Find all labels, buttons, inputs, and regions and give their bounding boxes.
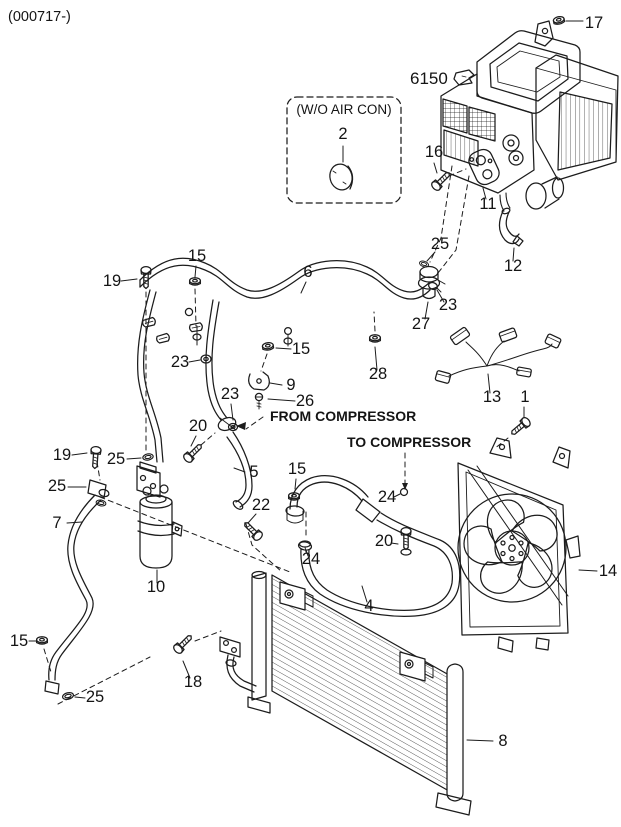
callout-6: 6 — [303, 263, 312, 281]
callout-24-left: 24 — [302, 550, 320, 568]
page-header-code: (000717-) — [8, 9, 71, 25]
callout-2: 2 — [338, 125, 347, 143]
oring-25-valve — [418, 259, 430, 269]
screw-26 — [254, 392, 264, 410]
condenser-8 — [219, 570, 472, 816]
callout-23-left: 23 — [171, 353, 189, 371]
clip-23-valve — [427, 281, 442, 293]
liquid-pipe-7 — [44, 479, 110, 695]
callout-4: 4 — [364, 597, 373, 615]
callout-16: 16 — [425, 143, 443, 161]
callout-20-left: 20 — [189, 417, 207, 435]
callout-15-upper: 15 — [188, 247, 206, 265]
clamp-9 — [248, 371, 270, 391]
from-compressor-label: FROM COMPRESSOR — [270, 408, 416, 424]
oring-25-upper — [141, 452, 155, 462]
callout-11: 11 — [479, 195, 496, 213]
wo-air-con-box — [286, 96, 402, 204]
ac-pipe-assembly-6 — [137, 257, 431, 510]
cooling-fan-14 — [457, 437, 581, 653]
bolt-18 — [171, 631, 196, 656]
callout-1: 1 — [520, 388, 529, 406]
to-compressor-label: TO COMPRESSOR — [347, 434, 471, 450]
fan-blades — [463, 499, 558, 594]
bolt-20-right — [400, 526, 412, 551]
callout-14: 14 — [599, 562, 617, 580]
grommet-23-left — [200, 354, 212, 364]
nut-15-bottom — [35, 636, 49, 645]
drain-hose-12 — [498, 207, 524, 247]
washer-20 — [400, 548, 412, 556]
cap-24-left — [298, 540, 312, 553]
callout-25-valve: 25 — [431, 235, 449, 253]
callouts: 17 2 16 11 12 25 23 27 28 15 6 19 23 15 … — [10, 14, 617, 750]
callout-5: 5 — [249, 463, 258, 481]
condenser-inlet-fitting — [219, 636, 257, 693]
callout-25-lower: 25 — [48, 477, 66, 495]
callout-27: 27 — [412, 315, 430, 333]
evaporator-unit — [440, 20, 619, 212]
callout-20-right: 20 — [375, 532, 393, 550]
flow-arrows — [236, 422, 408, 490]
callout-9: 9 — [286, 376, 295, 394]
nut-17 — [552, 15, 566, 26]
callout-18: 18 — [184, 673, 202, 691]
callout-24-right: 24 — [378, 488, 396, 506]
receiver-drier-10 — [136, 461, 183, 569]
fasteners — [35, 15, 566, 702]
oring-24-right — [399, 487, 409, 497]
pipe-flange-11 — [468, 148, 500, 186]
callout-15-mid: 15 — [292, 340, 310, 358]
callout-28: 28 — [369, 365, 387, 383]
callout-19-upper: 19 — [103, 272, 121, 290]
leader-lines — [28, 20, 598, 742]
nut-28 — [368, 334, 382, 343]
callout-15-hose: 15 — [288, 460, 306, 478]
bolt-19-lower — [89, 445, 102, 470]
wiring-harness-13 — [434, 326, 562, 384]
expansion-valve-27 — [417, 265, 446, 300]
nut-15-hose — [287, 492, 301, 501]
callout-13: 13 — [483, 388, 501, 406]
callout-19-lower: 19 — [53, 446, 71, 464]
callout-25-bottom: 25 — [86, 688, 104, 706]
callout-23-valve: 23 — [439, 296, 457, 314]
callout-22: 22 — [252, 496, 270, 514]
callout-26: 26 — [296, 392, 314, 410]
callout-10: 10 — [147, 578, 165, 596]
bolt-22 — [240, 518, 265, 543]
callout-12: 12 — [504, 257, 522, 275]
bolt-16 — [429, 168, 454, 193]
liquid-hose-5 — [232, 431, 253, 508]
callout-8: 8 — [498, 732, 507, 750]
retainer-clip-glyph — [453, 69, 475, 86]
callout-7: 7 — [52, 514, 61, 532]
wo-air-con-label: (W/O AIR CON) — [296, 102, 391, 117]
callout-15-bottom: 15 — [10, 632, 28, 650]
nut-15-upper — [188, 277, 202, 286]
ring-23-lower — [227, 422, 239, 432]
callout-17: 17 — [585, 14, 603, 32]
callout-25-upper: 25 — [107, 450, 125, 468]
assembly-ref-label: 6150 — [410, 69, 448, 88]
callout-23-lower: 23 — [221, 385, 239, 403]
bolt-1 — [507, 415, 533, 439]
nut-15-mid — [261, 341, 275, 352]
